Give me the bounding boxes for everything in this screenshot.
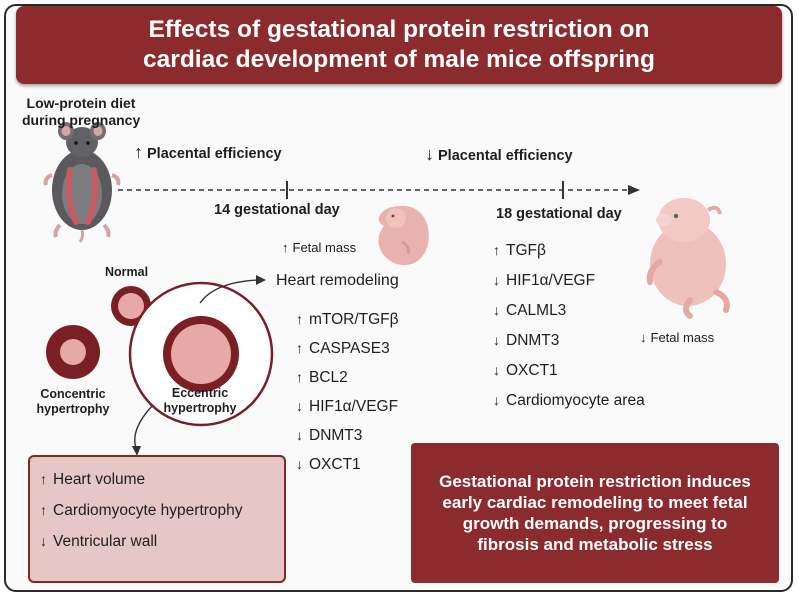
title-line-2: cardiac development of male mice offspri… xyxy=(143,46,655,73)
diet-line-2: during pregnancy xyxy=(22,112,141,128)
up-arrow-icon: ↑ xyxy=(40,502,47,518)
down-arrow-icon: ↓ xyxy=(493,302,500,318)
arrow-to-remodeling-head xyxy=(256,275,266,285)
marker-label: CALML3 xyxy=(506,302,567,319)
down-arrow-icon: ↓ xyxy=(40,533,47,549)
fetal-mass-down: ↓Fetal mass xyxy=(640,330,714,345)
day14-label: 14 gestational day xyxy=(214,202,340,218)
down-arrow-icon: ↓ xyxy=(493,362,500,378)
diet-line-1: Low-protein diet xyxy=(26,95,136,111)
marker-label: TGFβ xyxy=(506,242,546,259)
marker-label: DNMT3 xyxy=(506,332,560,349)
arrow-to-effects xyxy=(134,405,153,449)
arrow-to-effects-head xyxy=(132,446,141,456)
marker-item: ↑ TGFβ xyxy=(493,242,546,260)
heart-remodeling-label: Heart remodeling xyxy=(276,272,399,289)
concentric-heart-icon xyxy=(46,325,100,379)
concentric-line-1: Concentric xyxy=(40,387,106,401)
up-arrow-icon: ↑ xyxy=(493,242,500,258)
marker-item: ↓ CALML3 xyxy=(493,302,566,320)
placental-efficiency-down: ↓Placental efficiency xyxy=(425,145,573,164)
marker-item: ↑ BCL2 xyxy=(296,369,348,387)
eccentric-heart-icon xyxy=(128,281,274,427)
eccentric-line-1: Eccentric xyxy=(171,386,229,400)
marker-label: OXCT1 xyxy=(506,362,558,379)
marker-label: BCL2 xyxy=(309,369,348,386)
marker-item: ↓ OXCT1 xyxy=(296,456,361,474)
down-arrow-icon: ↓ xyxy=(493,392,500,408)
concentric-line-2: hypertrophy xyxy=(36,402,110,416)
up-arrow-icon: ↑ xyxy=(40,471,47,487)
marker-label: Cardiomyocyte hypertrophy xyxy=(53,502,243,519)
placental-efficiency-up: ↑Placental efficiency xyxy=(134,143,282,162)
fetal-mass-down-label: Fetal mass xyxy=(650,330,715,345)
conclusion-box: Gestational protein restriction induces … xyxy=(411,443,779,583)
down-arrow-icon: ↓ xyxy=(493,272,500,288)
normal-label: Normal xyxy=(105,265,149,279)
embryo-icon xyxy=(378,205,429,266)
up-arrow-icon: ↑ xyxy=(134,142,143,162)
marker-item: ↓ HIF1α/VEGF xyxy=(493,272,595,290)
marker-item: ↑ CASPASE3 xyxy=(296,340,390,358)
marker-label: Heart volume xyxy=(53,471,146,488)
up-arrow-icon: ↑ xyxy=(296,311,303,327)
fetus-icon xyxy=(646,198,730,319)
arrow-to-remodeling xyxy=(199,279,259,304)
marker-label: mTOR/TGFβ xyxy=(309,311,399,328)
marker-label: HIF1α/VEGF xyxy=(506,272,596,289)
down-arrow-icon: ↓ xyxy=(493,332,500,348)
placental-up-label: Placental efficiency xyxy=(147,146,282,162)
marker-label: HIF1α/VEGF xyxy=(309,398,399,415)
concentric-label: Concentric hypertrophy xyxy=(30,387,116,417)
marker-item: ↑ Cardiomyocyte hypertrophy xyxy=(40,502,243,520)
fetal-mass-up: ↑Fetal mass xyxy=(282,240,356,255)
marker-item: ↓ Cardiomyocyte area xyxy=(493,392,645,410)
marker-item: ↓ HIF1α/VEGF xyxy=(296,398,398,416)
placental-down-label: Placental efficiency xyxy=(438,148,573,164)
eccentric-line-2: hypertrophy xyxy=(163,401,237,415)
title-banner: Effects of gestational protein restricti… xyxy=(16,6,782,84)
fetal-mass-up-label: Fetal mass xyxy=(292,240,357,255)
down-arrow-icon: ↓ xyxy=(296,398,303,414)
down-arrow-icon: ↓ xyxy=(296,456,303,472)
marker-label: CASPASE3 xyxy=(309,340,390,357)
marker-item: ↓ Ventricular wall xyxy=(40,533,157,551)
marker-item: ↓ OXCT1 xyxy=(493,362,558,380)
eccentric-effects-box: ↑ Heart volume ↑ Cardiomyocyte hypertrophy ↓… xyxy=(28,455,286,583)
marker-label: OXCT1 xyxy=(309,456,361,473)
day18-label: 18 gestational day xyxy=(496,206,622,222)
marker-label: Ventricular wall xyxy=(53,533,158,550)
marker-item: ↓ DNMT3 xyxy=(493,332,559,350)
pregnant-mouse-icon xyxy=(43,122,121,243)
title-line-1: Effects of gestational protein restricti… xyxy=(148,16,650,43)
marker-label: DNMT3 xyxy=(309,427,363,444)
up-arrow-icon: ↑ xyxy=(296,340,303,356)
diet-label: Low-protein diet during pregnancy xyxy=(22,95,140,129)
eccentric-label: Eccentric hypertrophy xyxy=(157,386,243,416)
up-arrow-icon: ↑ xyxy=(282,240,289,255)
timeline-arrowhead xyxy=(628,185,640,195)
conclusion-text: Gestational protein restriction induces … xyxy=(439,472,751,554)
marker-item: ↓ DNMT3 xyxy=(296,427,362,445)
marker-item: ↑ mTOR/TGFβ xyxy=(296,311,399,329)
up-arrow-icon: ↑ xyxy=(296,369,303,385)
down-arrow-icon: ↓ xyxy=(640,330,647,345)
marker-item: ↑ Heart volume xyxy=(40,471,145,489)
down-arrow-icon: ↓ xyxy=(296,427,303,443)
marker-label: Cardiomyocyte area xyxy=(506,392,645,409)
down-arrow-icon: ↓ xyxy=(425,144,434,164)
